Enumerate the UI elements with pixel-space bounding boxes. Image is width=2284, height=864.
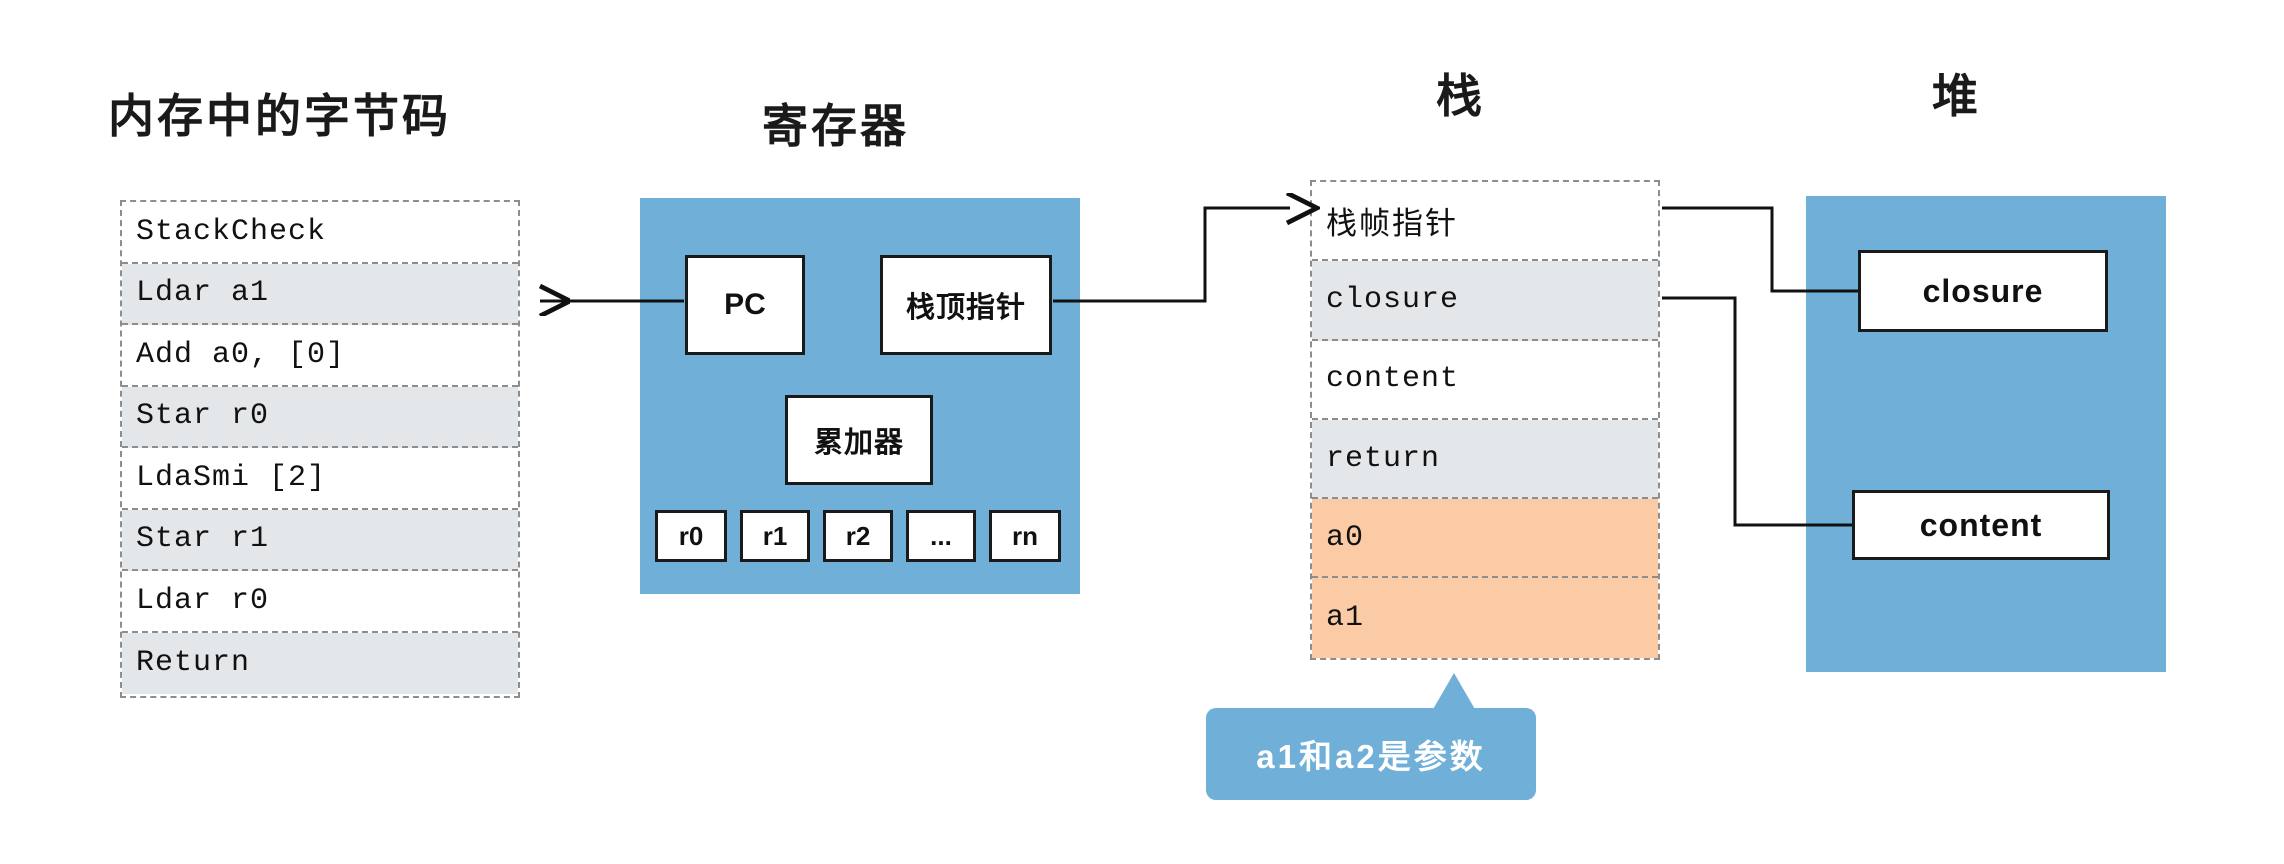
bytecode-row: Star r0 — [122, 386, 518, 448]
bytecode-column-title: 内存中的字节码 — [108, 90, 451, 142]
stack-row-frame-pointer: 栈帧指针 — [1312, 182, 1658, 262]
stack-row-a1: a1 — [1312, 578, 1658, 658]
stack-table: 栈帧指针 closure content return a0 a1 — [1310, 180, 1660, 660]
register-stack-pointer-box: 栈顶指针 — [880, 255, 1052, 355]
stack-row-closure: closure — [1312, 261, 1658, 341]
heap-closure-box: closure — [1858, 250, 2108, 332]
stack-row-a0: a0 — [1312, 499, 1658, 579]
register-chip-ellipsis: ... — [906, 510, 976, 562]
bytecode-row: Ldar a1 — [122, 263, 518, 325]
bytecode-row: Ldar r0 — [122, 571, 518, 633]
register-chip-r2: r2 — [823, 510, 893, 562]
register-chip-r0: r0 — [655, 510, 727, 562]
registers-column-title: 寄存器 — [762, 100, 909, 152]
register-chip-rn: rn — [989, 510, 1061, 562]
stack-row-return: return — [1312, 419, 1658, 500]
callout-pointer-icon — [1432, 673, 1476, 711]
bytecode-row: StackCheck — [122, 202, 518, 264]
stack-pointer-to-frame-pointer-arrow — [1053, 208, 1290, 303]
heap-content-box: content — [1852, 490, 2110, 560]
register-pc-box: PC — [685, 255, 805, 355]
bytecode-row: LdaSmi [2] — [122, 448, 518, 510]
heap-column-title: 堆 — [1932, 70, 1981, 122]
register-chip-r1: r1 — [740, 510, 810, 562]
bytecode-row: Return — [122, 632, 518, 694]
bytecode-row: Star r1 — [122, 509, 518, 571]
arguments-callout: a1和a2是参数 — [1206, 708, 1536, 800]
bytecode-row: Add a0, [0] — [122, 325, 518, 387]
register-accumulator-box: 累加器 — [785, 395, 933, 485]
stack-row-content: content — [1312, 340, 1658, 420]
bytecode-table: StackCheck Ldar a1 Add a0, [0] Star r0 L… — [120, 200, 520, 698]
stack-column-title: 栈 — [1436, 70, 1485, 122]
